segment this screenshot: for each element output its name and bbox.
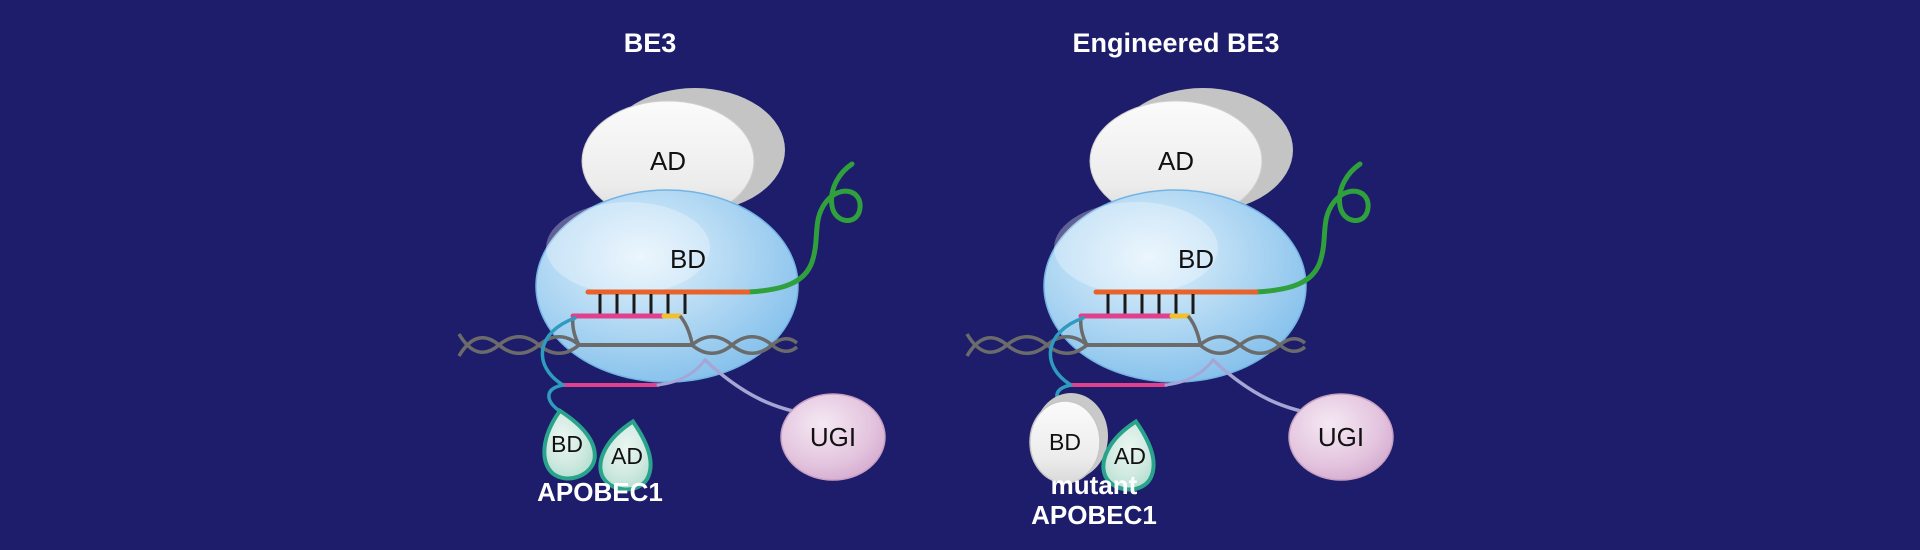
ugi-label: UGI [1318,422,1364,452]
apobec-ad-label: AD [1114,443,1146,469]
cas9-bd-highlight [1054,202,1218,294]
sgrna-scaffold [745,161,863,295]
dna-strand [457,333,581,355]
cas9-bd-label: BD [670,244,706,274]
be3-complex: BE3 AD BD [457,28,886,507]
apobec-bd-label: BD [1049,429,1081,455]
cas9-ad-label: AD [1158,146,1194,176]
leaf-shape [542,408,597,481]
dna-strand [965,333,1089,355]
dna-helix [457,314,799,357]
dna-strand [690,335,799,355]
linker-cyan-hook [547,383,565,414]
dna-strand [1198,335,1307,355]
apobec-ad-label: AD [611,443,643,469]
linker-lavender-inner [656,358,707,387]
ugi-domain [1288,393,1394,481]
dna-connector-right [1186,314,1202,344]
linker-cyan-arc [1048,316,1085,387]
dna-helix [965,314,1307,357]
cas9-bd-highlight [546,202,710,294]
linker-cyan-arc [540,316,577,387]
apobec-name: APOBEC1 [537,477,663,507]
dna-strand [965,335,1089,357]
apobec-mutant-bd-domain [1029,400,1101,484]
engineered-be3-title: Engineered BE3 [1072,28,1279,58]
engineered-be3-complex: Engineered BE3 AD BD [965,28,1394,530]
apobec-bd-label: BD [551,431,583,457]
apobec-ad-leaf [598,418,653,492]
cas9-ad-label: AD [650,146,686,176]
leaf-shape [598,418,653,492]
leaf-shape [1101,418,1156,492]
dna-strand [1198,335,1307,355]
dna-strand [457,335,581,357]
be3-title: BE3 [624,28,677,58]
ugi-domain [780,393,886,481]
cas9-bd-label: BD [1178,244,1214,274]
apobec-name-line1: mutant [1051,470,1138,500]
base-pair-ticks [1106,294,1195,314]
base-pair-ticks [598,294,687,314]
sgrna-scaffold [1253,161,1371,295]
ugi-label: UGI [810,422,856,452]
dna-connector-right [678,314,694,344]
apobec-name-line2: APOBEC1 [1031,500,1157,530]
linker-lavender-inner [1164,358,1215,387]
dna-strand [690,335,799,355]
apobec-bd-leaf [542,408,597,481]
apobec-ad-leaf [1101,418,1156,492]
